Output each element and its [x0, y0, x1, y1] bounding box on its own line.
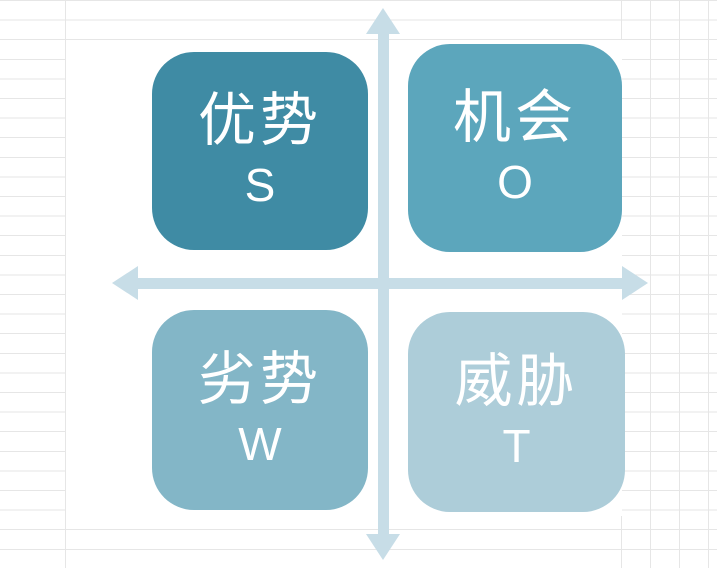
quadrant-weaknesses-label-cn: 劣势: [197, 344, 322, 413]
horizontal-arrow-shaft: [136, 278, 624, 289]
quadrant-strengths[interactable]: 优势 S: [152, 52, 368, 250]
quadrant-opportunities-label-letter: O: [497, 156, 533, 209]
quadrant-weaknesses-label-letter: W: [238, 418, 282, 471]
gridline-vertical-right-3: [679, 0, 680, 568]
arrow-down-icon: [366, 534, 400, 560]
arrow-right-icon: [622, 266, 648, 300]
quadrant-strengths-label-letter: S: [244, 159, 276, 212]
quadrant-threats-label-letter: T: [502, 420, 531, 473]
arrow-left-icon: [112, 266, 138, 300]
gridline-vertical-right-4: [708, 0, 709, 568]
quadrant-threats[interactable]: 威胁 T: [408, 312, 625, 512]
arrow-up-icon: [366, 8, 400, 34]
quadrant-opportunities-label-cn: 机会: [452, 82, 577, 151]
gridline-vertical-right-2: [650, 0, 651, 568]
gridline-vertical-left: [65, 0, 66, 568]
quadrant-weaknesses[interactable]: 劣势 W: [152, 310, 368, 510]
quadrant-strengths-label-cn: 优势: [197, 85, 322, 154]
quadrant-opportunities[interactable]: 机会 O: [408, 44, 622, 252]
quadrant-threats-label-cn: 威胁: [454, 346, 579, 415]
